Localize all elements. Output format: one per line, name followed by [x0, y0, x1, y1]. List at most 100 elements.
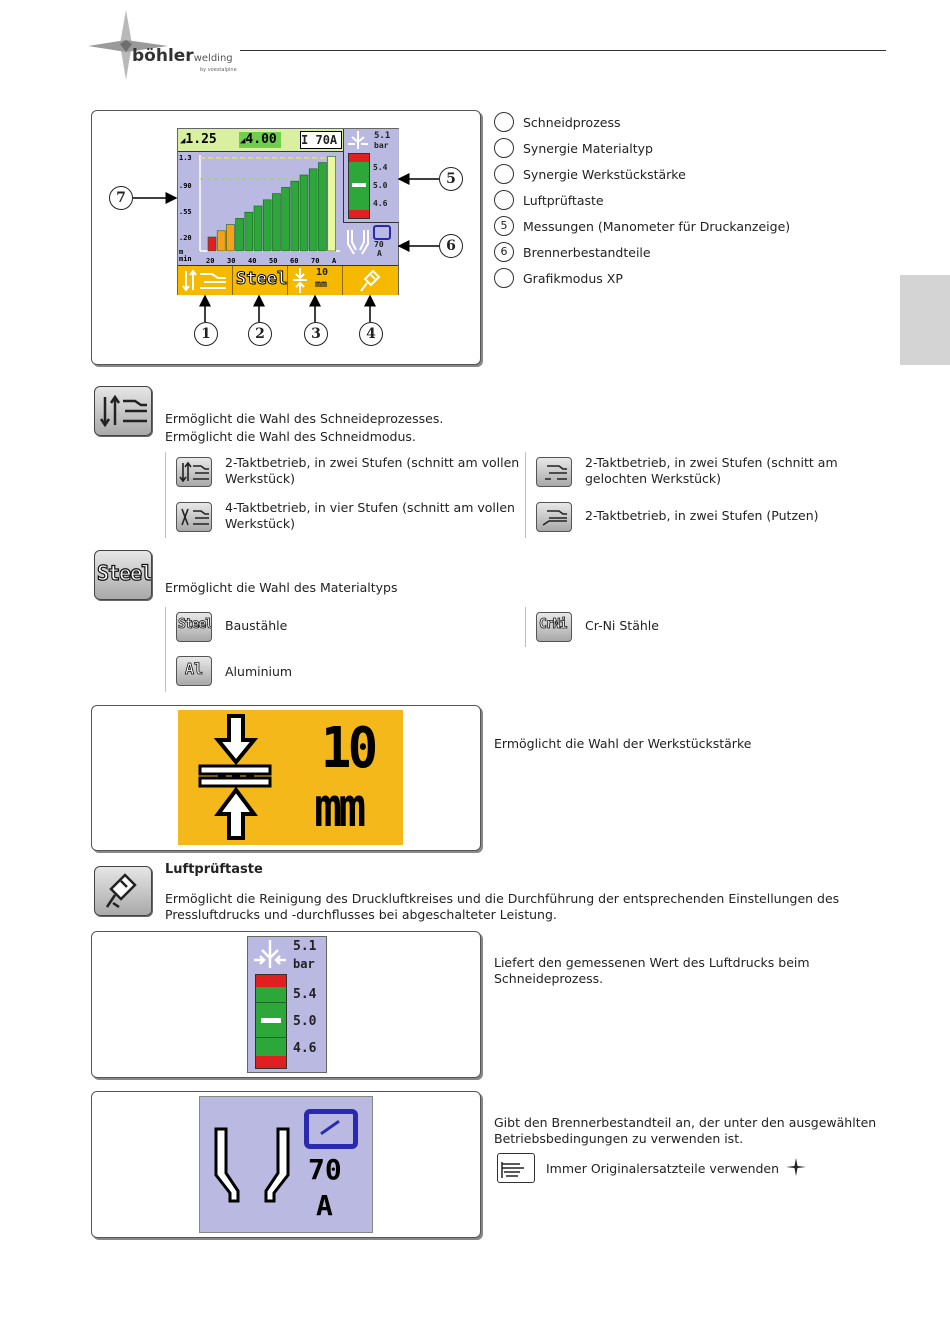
header-rule [240, 50, 886, 51]
callout-2: 2 [248, 322, 272, 346]
pressure-mini: 5.1 bar 5.4 5.0 4.6 [343, 129, 399, 223]
thickness-desc: Ermöglicht die Wahl der Werkstückstärke [494, 736, 752, 751]
graph-bar [299, 174, 309, 252]
pressure-mini-unit: bar [374, 141, 389, 150]
legend-item: Synergie Werkstückstärke [494, 164, 894, 190]
consumable-note: Immer Originalersatzteile verwenden [546, 1161, 780, 1176]
consumable-unit: A [316, 1189, 333, 1222]
legend-item: Luftprüftaste [494, 190, 894, 216]
lcd-btn-steel[interactable]: Steel [233, 266, 288, 295]
airtest-button[interactable] [94, 866, 152, 916]
airtest-icon [105, 873, 137, 909]
airtest-title: Luftprüftaste [165, 862, 263, 877]
consumable-mini-unit: A [377, 249, 382, 258]
material-button[interactable]: Steel [94, 550, 152, 600]
mode-4t-full-icon[interactable] [176, 502, 212, 532]
mode-4t-full-label: 4-Taktbetrieb, in vier Stufen (schnitt a… [225, 500, 515, 531]
gas-flow: 4.00 [245, 132, 277, 147]
mode-2t-full-icon[interactable] [176, 457, 212, 487]
consumable-mini-value: 70 [374, 240, 384, 249]
pressure-mini-tick-3: 4.6 [373, 199, 388, 208]
wire-speed: 1.25 [185, 132, 217, 147]
torch-icon [304, 1109, 358, 1149]
pressure-mini-tick-1: 5.4 [373, 163, 388, 172]
hand-note-icon [497, 1153, 535, 1183]
consumable-desc: Gibt den Brennerbestandteil an, der unte… [494, 1115, 877, 1146]
star-mark-icon [786, 1158, 806, 1176]
thickness-value: 10 [320, 716, 378, 781]
gas-icon: ◢ [240, 136, 246, 146]
mode-2t-holed-icon[interactable] [536, 457, 572, 487]
material-crni-icon[interactable]: CrNi [536, 612, 572, 642]
legend-item: Grafikmodus XP [494, 268, 894, 294]
cut-process-icon [99, 394, 147, 428]
side-tab [900, 275, 950, 365]
lcd-btn-airtest[interactable] [343, 266, 398, 295]
pressure-arrows-icon [348, 131, 368, 149]
nozzle-large-icon [214, 1127, 290, 1203]
graph-y-tick: 1.3 [179, 154, 192, 162]
graph-bar [272, 193, 281, 252]
material-al-label: Aluminium [225, 664, 293, 679]
brand-name: böhler [132, 46, 194, 66]
graph-y-tick: .90 [179, 182, 192, 190]
pressure-value: 5.1 [293, 939, 317, 954]
graph-bar [244, 211, 254, 252]
graph-x-tick: A [332, 257, 337, 265]
legend: Schneidprozess Synergie Materialtyp Syne… [494, 112, 894, 294]
process-button[interactable] [94, 386, 152, 436]
callout-4: 4 [359, 322, 383, 346]
callout-1: 1 [194, 322, 218, 346]
graph-bar [253, 205, 263, 252]
material-steel-icon[interactable]: Steel [176, 612, 212, 642]
nozzle-icon [347, 230, 369, 255]
material-crni-label: Cr-Ni Stähle [585, 618, 659, 633]
pressure-icon [254, 940, 286, 968]
pressure-display: 5.1 bar 5.4 5.0 4.6 [247, 936, 327, 1073]
graph-bar [327, 156, 336, 252]
pressure-tick-3: 4.6 [293, 1041, 317, 1056]
graph-bar [318, 162, 327, 252]
current-prefix: I [301, 133, 309, 147]
pressure-mini-value: 5.1 [374, 131, 391, 141]
graph-bar [281, 187, 290, 252]
thickness-mini-icon [293, 268, 307, 293]
consumable-display: 70 A [199, 1096, 373, 1233]
mode-2t-gouge-icon[interactable] [536, 502, 572, 532]
material-al-icon[interactable]: Al [176, 656, 212, 686]
graph-bar [308, 168, 318, 252]
pressure-gauge [255, 974, 287, 1069]
graph-bar [226, 224, 235, 252]
graph-x-tick: 70 [311, 257, 319, 265]
material-desc: Ermöglicht die Wahl des Materialtyps [165, 580, 398, 595]
process-desc-1: Ermöglicht die Wahl des Schneideprozesse… [165, 411, 444, 426]
graph-x-tick: 20 [206, 257, 214, 265]
graph-x-tick: 60 [290, 257, 298, 265]
callout-6: 6 [439, 234, 463, 258]
pressure-tick-2: 5.0 [293, 1014, 317, 1029]
graph-bar [262, 199, 272, 252]
current-value: 70A [315, 133, 338, 147]
lcd-btn-thickness[interactable]: 10 mm [288, 266, 343, 295]
torch-mini-icon [373, 225, 391, 240]
process-desc-2: Ermöglicht die Wahl des Schneidmodus. [165, 429, 416, 444]
graph-bar [290, 180, 300, 252]
brand-logo: böhlerwelding by voestalpine [88, 10, 248, 80]
airtest-desc: Ermöglicht die Reinigung des Druckluftkr… [165, 891, 840, 922]
mode-2t-full-label: 2-Taktbetrieb, in zwei Stufen (schnitt a… [225, 455, 520, 486]
graph-bar [235, 218, 244, 252]
graph-y-tick: m [179, 248, 183, 256]
lcd-btn-process[interactable] [178, 266, 233, 295]
graph-bar [216, 230, 226, 252]
pressure-tick-1: 5.4 [293, 987, 317, 1002]
material-steel-label: Baustähle [225, 618, 288, 633]
callout-5: 5 [439, 167, 463, 191]
thickness-display: 10 mm [178, 710, 403, 845]
brand-sub: by voestalpine [200, 67, 237, 73]
callout-7: 7 [109, 186, 133, 210]
graph-y-tick: min [179, 255, 192, 263]
brand-suffix: welding [193, 53, 233, 64]
graph-x-tick: 50 [269, 257, 277, 265]
